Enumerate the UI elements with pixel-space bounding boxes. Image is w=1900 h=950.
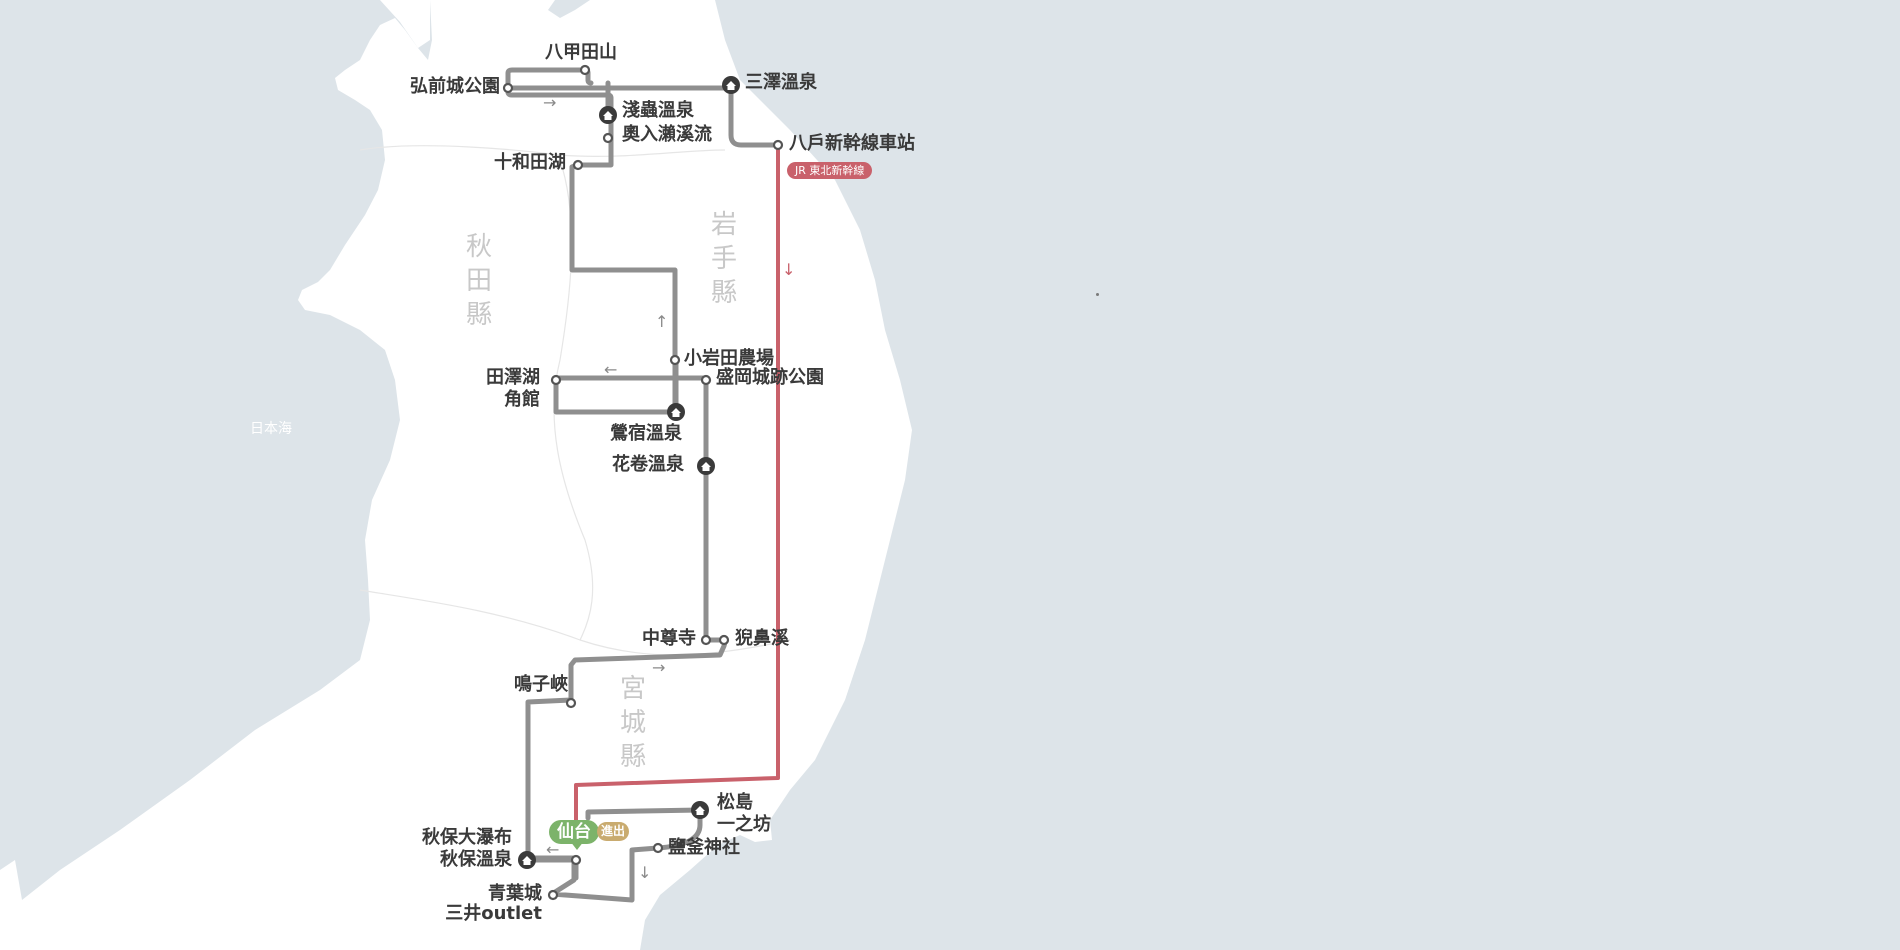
label-oirase[interactable]: 奧入瀨溪流 [622, 124, 712, 145]
pref-char: 城 [619, 708, 646, 738]
onsen-nodes [518, 76, 740, 869]
node-koiwai [669, 354, 681, 366]
map-dot-marker [1096, 293, 1099, 296]
sendai-badge-pointer [570, 841, 584, 850]
pref-char: 宮 [619, 674, 646, 704]
arrow-east-icon: → [543, 93, 557, 112]
arrow-west-icon: ← [604, 360, 618, 379]
label-towada[interactable]: 十和田湖 [494, 152, 566, 173]
prefecture-miyagi: 宮 城 縣 [618, 672, 648, 774]
jr-shinkansen-line [574, 145, 780, 820]
node-chuson [700, 634, 712, 646]
house-icon [518, 851, 536, 869]
label-misawa[interactable]: 三澤溫泉 [745, 72, 817, 93]
label-geibikei[interactable]: 猊鼻溪 [735, 628, 789, 649]
label-mitsui[interactable]: 三井outlet [445, 903, 542, 924]
house-icon [691, 801, 709, 819]
label-shiogama[interactable]: 鹽釜神社 [668, 837, 740, 858]
label-koiwai[interactable]: 小岩田農場 [684, 348, 774, 369]
label-asamushi[interactable]: 淺蟲溫泉 [622, 100, 694, 121]
arrow-east-icon: → [652, 658, 666, 677]
node-geibikei [718, 634, 730, 646]
arrow-west-icon: ← [546, 840, 560, 859]
label-hirosaki[interactable]: 弘前城公園 [410, 76, 500, 97]
label-matsushima[interactable]: 松島 [717, 792, 753, 813]
node-hachinohe [772, 139, 784, 151]
node-tazawa [550, 374, 562, 386]
label-morioka[interactable]: 盛岡城跡公園 [716, 367, 824, 388]
label-naruko[interactable]: 鳴子峽 [514, 674, 568, 695]
label-aobajo[interactable]: 青葉城 [488, 883, 542, 904]
label-akiu-onsen[interactable]: 秋保溫泉 [440, 849, 512, 870]
pref-char: 縣 [619, 742, 646, 772]
arrow-south-icon: ↓ [638, 863, 652, 882]
label-akiu-fall[interactable]: 秋保大瀑布 [422, 827, 512, 848]
label-chuson[interactable]: 中尊寺 [642, 628, 696, 649]
arrow-north-icon: ↑ [655, 312, 669, 331]
land-peninsula-north [380, 0, 430, 48]
node-oirase [602, 132, 614, 144]
label-hakkoda[interactable]: 八甲田山 [545, 42, 617, 63]
house-icon [722, 76, 740, 94]
arrow-south-red-icon: ↓ [782, 260, 796, 279]
node-towada [572, 159, 584, 171]
inout-tag: 進出 [597, 822, 630, 841]
house-icon [599, 106, 617, 124]
node-naruko [565, 697, 577, 709]
pref-char: 田 [465, 266, 492, 296]
node-morioka [700, 374, 712, 386]
sea-label: 日本海 [250, 421, 292, 437]
pref-char: 手 [710, 244, 737, 274]
pref-char: 縣 [465, 300, 492, 330]
house-icon [667, 403, 685, 421]
label-ichinobo[interactable]: 一之坊 [717, 814, 771, 835]
label-kakunodate[interactable]: 角館 [504, 389, 540, 410]
stop-nodes [502, 64, 784, 901]
prefecture-iwate: 岩 手 縣 [709, 208, 739, 310]
node-sendai [570, 854, 582, 866]
pref-char: 岩 [710, 210, 737, 240]
node-hirosaki [502, 82, 514, 94]
label-hanamaki[interactable]: 花卷溫泉 [612, 454, 684, 475]
label-oshuku[interactable]: 鶯宿溫泉 [610, 423, 682, 444]
node-shiogama [652, 842, 664, 854]
pref-char: 縣 [710, 278, 737, 308]
jr-shinkansen-badge: JR 東北新幹線 [787, 162, 873, 179]
house-icon [697, 457, 715, 475]
sendai-badge[interactable]: 仙台 [549, 820, 599, 844]
land-honshu [0, 0, 912, 950]
prefecture-akita: 秋 田 縣 [464, 230, 494, 332]
label-hachinohe[interactable]: 八戶新幹線車站 [789, 133, 915, 154]
node-aobajo [547, 889, 559, 901]
node-hakkoda [579, 64, 591, 76]
pref-char: 秋 [465, 232, 492, 262]
label-tazawa[interactable]: 田澤湖 [486, 367, 540, 388]
